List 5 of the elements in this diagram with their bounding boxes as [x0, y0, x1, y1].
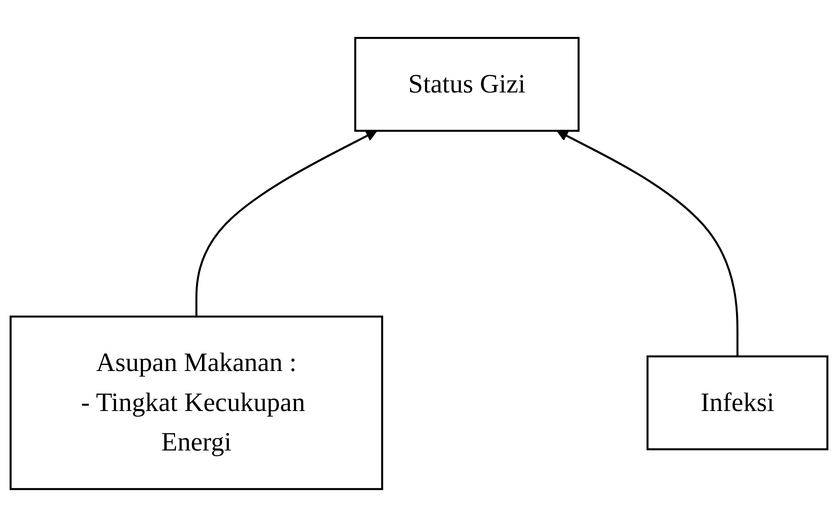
arrow: [556, 130, 738, 356]
node-box: Status Gizi: [354, 36, 580, 132]
node-box: Infeksi: [646, 355, 828, 450]
arrow: [195, 130, 378, 317]
node-box: Asupan Makanan : - Tingkat Kecukupan Energi: [10, 316, 384, 490]
